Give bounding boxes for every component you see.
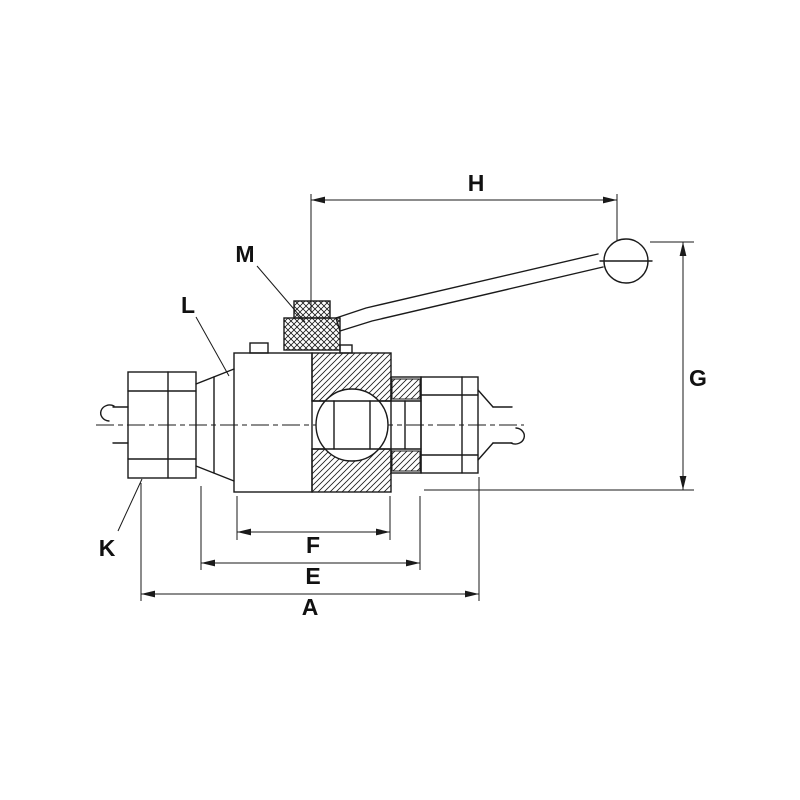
dimension-label-k: K xyxy=(99,535,116,561)
dimension-label-a: A xyxy=(302,594,319,620)
left-tube xyxy=(100,404,129,444)
leader-m: M xyxy=(235,241,306,323)
dim-e-arrow-left xyxy=(201,559,215,567)
dim-f-arrow-right xyxy=(376,528,390,536)
left-nut-outline xyxy=(127,371,197,479)
right-compression-nut xyxy=(420,376,479,474)
dim-a-arrow-left xyxy=(141,590,155,598)
left-ferrule-cone xyxy=(195,368,235,482)
dimension-a: A xyxy=(140,477,480,620)
dim-e-arrow-right xyxy=(406,559,420,567)
dimension-label-l: L xyxy=(181,292,195,318)
left-tube-curl xyxy=(100,404,115,422)
body-top-step-left xyxy=(249,342,269,354)
right-taper-bottom xyxy=(477,442,494,461)
handle-end-cap xyxy=(335,317,341,332)
right-nut-outline xyxy=(420,376,479,474)
ball-and-bore xyxy=(311,388,422,462)
leader-l-line xyxy=(195,316,230,377)
handle-top-edge xyxy=(335,253,599,319)
dim-g-arrow-bottom xyxy=(679,476,687,490)
dimension-g: G xyxy=(424,241,707,491)
left-compression-nut xyxy=(127,371,197,479)
left-cone-top-edge xyxy=(195,368,235,385)
dimension-e: E xyxy=(200,486,421,589)
valve-cartridge xyxy=(311,352,422,493)
leader-k-line xyxy=(117,478,143,532)
dimension-label-g: G xyxy=(689,365,707,391)
dimension-label-h: H xyxy=(468,170,485,196)
ball xyxy=(315,388,389,462)
dimension-label-e: E xyxy=(305,563,320,589)
stem-assembly xyxy=(283,300,341,351)
right-seat-hatch-top xyxy=(391,378,421,400)
handle-lever xyxy=(335,238,653,332)
right-taper-top xyxy=(477,389,494,408)
valve-body-left-block xyxy=(233,352,313,493)
dim-h-arrow-left xyxy=(311,196,325,204)
dimension-label-m: M xyxy=(235,241,254,267)
dim-h-arrow-right xyxy=(603,196,617,204)
dimension-f: F xyxy=(236,496,391,558)
leader-m-line xyxy=(256,265,306,323)
dim-g-arrow-top xyxy=(679,242,687,256)
right-seat-hatch-bottom xyxy=(391,450,421,472)
leader-k: K xyxy=(99,478,143,561)
right-tube-curl xyxy=(510,427,525,445)
dim-f-arrow-left xyxy=(237,528,251,536)
left-cone-bottom-edge xyxy=(195,465,235,482)
dimension-h: H xyxy=(310,170,618,312)
dimension-label-f: F xyxy=(306,532,320,558)
right-tube xyxy=(477,389,525,461)
leader-l: L xyxy=(181,292,230,377)
dim-a-arrow-right xyxy=(465,590,479,598)
body-top-step-right xyxy=(339,344,353,354)
handle-bottom-edge xyxy=(339,266,604,332)
packing-gland xyxy=(283,317,341,351)
